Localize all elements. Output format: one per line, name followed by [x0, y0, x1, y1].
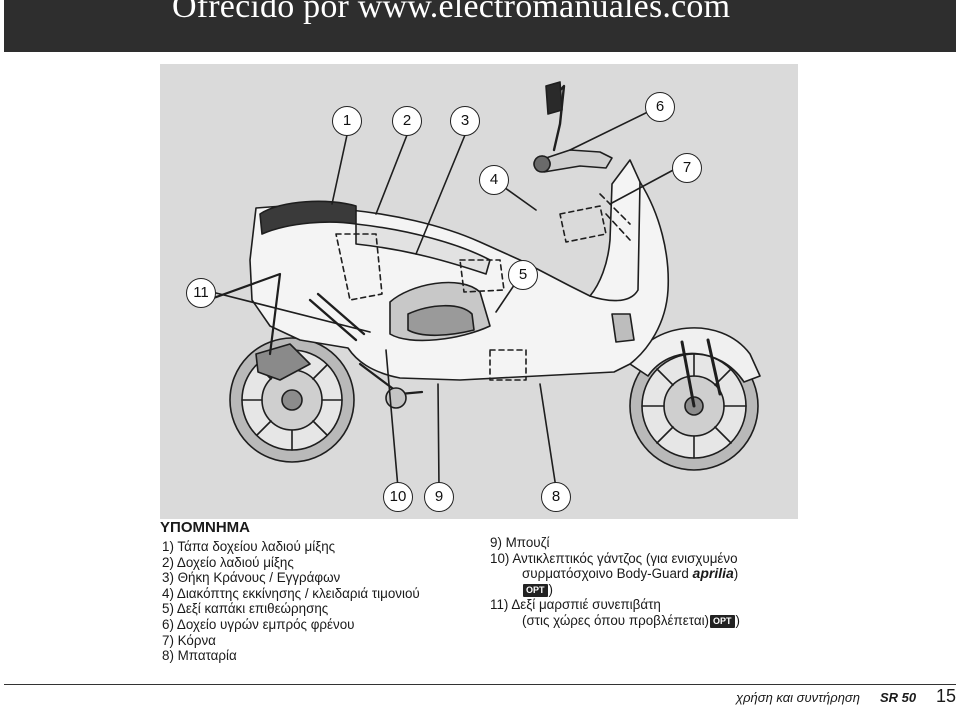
callout-9: 9 [424, 482, 454, 512]
scooter-illustration: 1 2 3 4 5 6 7 8 9 10 11 [160, 64, 798, 519]
callout-5: 5 [508, 260, 538, 290]
legend-item-4: 4) Διακόπτης εκκίνησης / κλειδαριά τιμον… [162, 585, 420, 601]
opt-badge: OPT [523, 583, 548, 597]
legend-item-8: 8) Μπαταρία [162, 648, 237, 664]
legend-title: ΥΠΟΜΝΗΜΑ [160, 519, 250, 536]
legend-item-10-text: συρματόσχοινο Body-Guard [522, 566, 693, 582]
legend-item-9: 9) Μπουζί [490, 535, 550, 550]
legend-item-6: 6) Δοχείο υγρών εμπρός φρένου [162, 616, 355, 632]
legend-item-7: 7) Κόρνα [162, 632, 216, 648]
callout-8: 8 [541, 482, 571, 512]
legend-item-10-line3-close: ) [548, 581, 553, 597]
callout-11: 11 [186, 278, 216, 308]
aprilia-brand-text: aprilia [692, 565, 734, 582]
legend-item-11-line2: (στις χώρες όπου προβλέπεται)OPT) [490, 613, 740, 629]
legend-item-1: 1) Τάπα δοχείου λαδιού μίξης [162, 539, 336, 554]
callout-10: 10 [383, 482, 413, 512]
legend-item-10-close: ) [733, 566, 739, 582]
header-bar: Ofrecido por www.electromanuales.com [4, 0, 956, 52]
callout-4: 4 [479, 165, 509, 195]
page-number: 15 [936, 686, 957, 706]
legend-item-10-line3: OPT) [490, 582, 740, 598]
footer-model-name: SR 50 [880, 690, 917, 705]
legend-item-11-close: ) [735, 612, 740, 628]
callout-3: 3 [450, 106, 480, 136]
opt-badge: OPT [710, 614, 735, 628]
callout-6: 6 [645, 92, 675, 122]
callout-2: 2 [392, 106, 422, 136]
legend-item-3: 3) Θήκη Κράνους / Εγγράφων [162, 570, 341, 586]
legend-item-10-line2: συρματόσχοινο Body-Guard aprilia) [490, 565, 740, 582]
callout-1: 1 [332, 106, 362, 136]
legend-column-left: 1) Τάπα δοχείου λαδιού μίξης 2) Δοχείο λ… [162, 539, 420, 664]
legend-item-11-line1: 11) Δεξί μαρσπιέ συνεπιβάτη [490, 597, 661, 613]
legend-item-5: 5) Δεξί καπάκι επιθεώρησης [162, 601, 329, 617]
callout-7: 7 [672, 153, 702, 183]
watermark-text: Ofrecido por www.electromanuales.com [172, 0, 731, 25]
legend-item-10-line1: 10) Αντικλεπτικός γάντζος (για ενισχυμέν… [490, 550, 738, 566]
legend-column-right: 9) Μπουζί 10) Αντικλεπτικός γάντζος (για… [490, 535, 740, 629]
footer-divider [4, 684, 956, 685]
legend-item-11-text: (στις χώρες όπου προβλέπεται) [522, 612, 709, 628]
legend-item-2: 2) Δοχείο λαδιού μίξης [162, 554, 294, 570]
footer-section-title: χρήση και συντήρηση [736, 690, 860, 705]
scooter-drawing [206, 81, 761, 489]
